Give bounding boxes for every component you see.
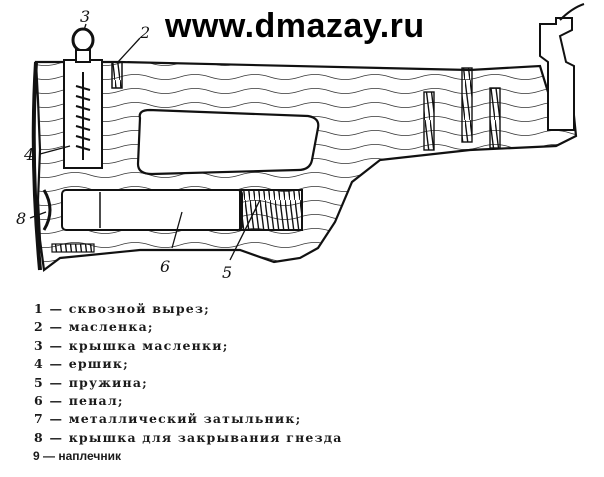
oiler-neck [75,49,91,63]
callout-4: 4 [23,145,34,164]
callout-2: 2 [139,23,150,42]
socket-cover [42,189,52,231]
screw-3 [489,87,501,149]
callout-6: 6 [160,257,170,276]
legend-item-3: 3 — крышка масленки; [34,337,229,353]
callout-8: 8 [16,209,26,228]
receiver-wire [559,3,585,21]
callout-3: 3 [80,7,90,26]
legend-item-9: 9 — наплечник [33,449,121,464]
rifle-stock-diagram: 3 2 4 8 6 5 [16,3,585,282]
leader-lines [29,23,261,261]
shoulder-bolt [51,243,95,253]
legend-item-1: 1 — сквозной вырез; [34,301,210,316]
legend-item-7: 7 — металлический затыльник; [34,411,302,427]
oiler-side-screw [111,61,123,89]
screw-2 [461,67,473,143]
legend-item-8: 8 — крышка для закрывания гнезда [34,429,343,445]
site-watermark: www.dmazay.ru [165,7,425,45]
callout-5: 5 [222,263,232,282]
oiler-cap [71,27,95,53]
parts-legend: 1 — сквозной вырез; 2 — масленка; 3 — кр… [33,300,434,470]
legend-item-5: 5 — пружина; [34,374,148,390]
through-cutout [136,108,320,176]
butt-plate [31,61,42,271]
pencil-case [61,189,243,231]
spring [239,189,303,231]
screw-1 [423,91,435,151]
legend-item-2: 2 — масленка; [34,319,154,335]
legend-item-4: 4 — ершик; [34,356,129,372]
brush-bristles [75,85,91,151]
receiver-mount [539,17,575,131]
legend-item-6: 6 — пенал; [34,392,124,408]
